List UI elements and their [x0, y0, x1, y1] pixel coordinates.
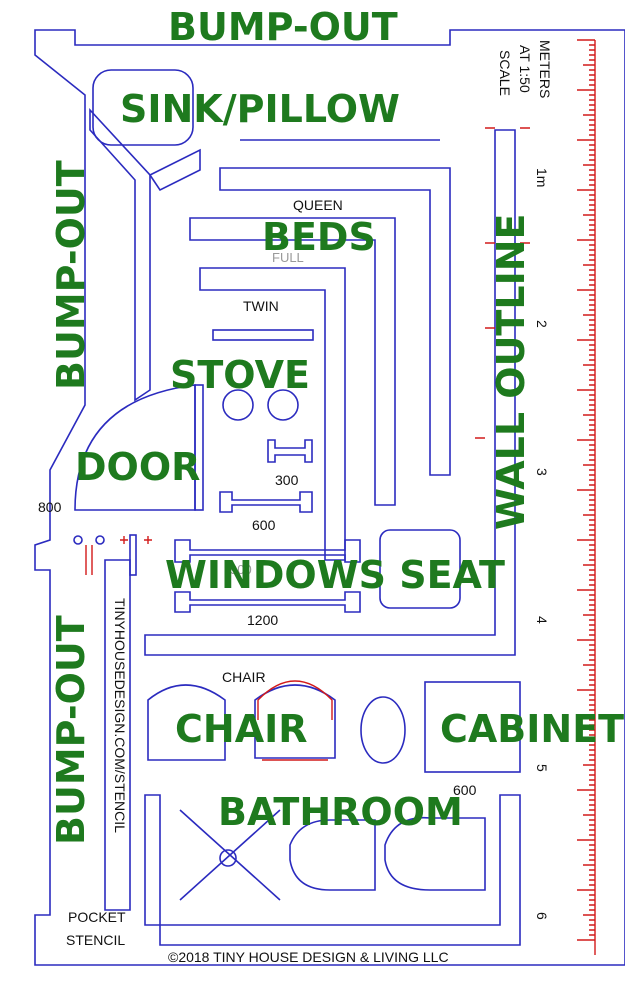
- outlet-icon: [73, 535, 83, 545]
- bathroom-label: BATHROOM: [218, 790, 463, 834]
- window-300: [267, 439, 313, 463]
- stove-bar: [212, 329, 314, 341]
- bump-out-slot: [104, 559, 131, 911]
- width-600-label: 600: [252, 517, 276, 533]
- windows-seat-label: WINDOWS SEAT: [165, 553, 505, 597]
- wall-bar: [144, 129, 516, 656]
- chair-label: CHAIR: [175, 707, 308, 751]
- sink-pillow-label: SINK/PILLOW: [120, 87, 400, 131]
- window-1200: [174, 591, 361, 613]
- bathroom-x: [179, 809, 281, 901]
- chair-left-shape: [147, 684, 226, 761]
- burner-right: [267, 389, 299, 421]
- ruler-tick-label: 1m: [534, 168, 550, 187]
- bump-out-top-label: BUMP-OUT: [168, 5, 398, 49]
- cabinet-600-label: 600: [453, 782, 477, 798]
- width-300-label: 300: [275, 472, 299, 488]
- chair-red-guide: [257, 680, 333, 761]
- burner-left: [222, 389, 254, 421]
- queen-label: QUEEN: [293, 197, 343, 213]
- queen-bed-shape: [219, 167, 451, 476]
- window-900: [174, 539, 361, 563]
- width-900-label: 900: [230, 562, 252, 577]
- ruler-header: AT 1:50: [517, 45, 533, 93]
- chair-oval: [360, 696, 406, 764]
- ruler-header: METERS: [537, 40, 553, 98]
- sink-pillow-shape: [92, 69, 194, 146]
- window-600: [219, 491, 313, 513]
- wall-outline-label: WALL OUTLINE: [489, 214, 533, 530]
- ruler-tick-label: 4: [534, 616, 550, 624]
- tub-shape: [384, 816, 486, 891]
- drain-icon: [219, 849, 237, 867]
- website-label: TINYHOUSEDESIGN.COM/STENCIL: [112, 598, 128, 833]
- bump-out-left-label: BUMP-OUT: [49, 160, 93, 390]
- width-1200-label: 1200: [247, 612, 278, 628]
- full-bed-shape: [189, 217, 396, 506]
- funnel-shape: [89, 107, 151, 402]
- copyright-label: ©2018 TINY HOUSE DESIGN & LIVING LLC: [168, 949, 449, 965]
- stove-label: STOVE: [170, 353, 310, 397]
- ruler-tick-label: 2: [534, 320, 550, 328]
- chair-small-label: CHAIR: [222, 669, 266, 685]
- ruler-header: SCALE: [497, 50, 513, 96]
- outlet-lines: [85, 545, 93, 575]
- ruler-tick-label: 6: [534, 912, 550, 920]
- bump-out-bottom-label: BUMP-OUT: [49, 615, 93, 845]
- ruler-tick-label: 3: [534, 468, 550, 476]
- cabinet-shape: [424, 681, 521, 773]
- stencil-label: STENCIL: [66, 932, 125, 948]
- full-label: FULL: [272, 250, 304, 265]
- door-swing: [74, 384, 196, 511]
- pocket-label: POCKET: [68, 909, 126, 925]
- ruler-ticks: [577, 39, 595, 941]
- twin-bed-shape: [199, 267, 346, 561]
- switch-slot: [129, 534, 137, 576]
- ruler-header-scale-word: SCALE: [497, 50, 513, 96]
- switch-plus-icon: [120, 536, 152, 544]
- stencil-outline: [34, 29, 625, 966]
- window-seat-shape: [379, 529, 461, 609]
- ruler-tick-label: 5: [534, 764, 550, 772]
- toilet-shape: [289, 819, 376, 891]
- bathroom-bar: [144, 794, 521, 946]
- twin-label: TWIN: [243, 298, 279, 314]
- cabinet-label: CABINET: [440, 707, 624, 751]
- ruler-header-scale: AT 1:50: [517, 45, 533, 93]
- door-leaf: [194, 384, 204, 511]
- beds-label: BEDS: [262, 215, 376, 259]
- door-label: DOOR: [75, 445, 200, 489]
- ruler-header-meters: METERS: [537, 40, 553, 98]
- ruler-marks: [475, 127, 530, 439]
- funnel-edge: [148, 148, 201, 192]
- width-800-label: 800: [38, 499, 62, 515]
- ruler: [475, 39, 596, 955]
- outlet-icon: [95, 535, 105, 545]
